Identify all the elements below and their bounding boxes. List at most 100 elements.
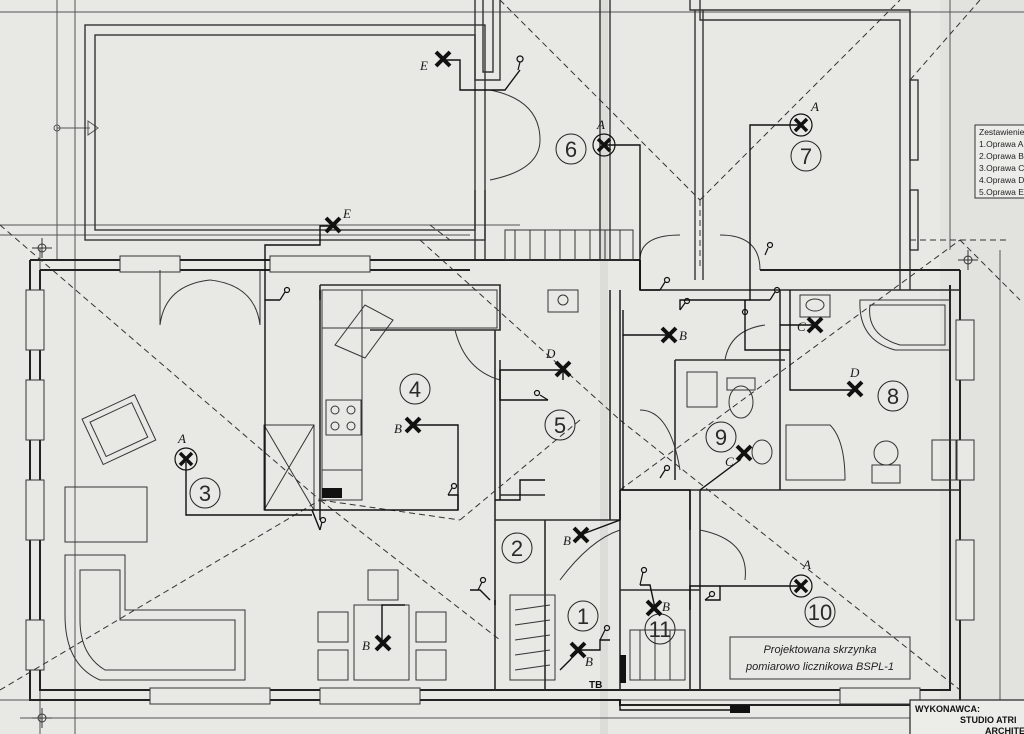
legend-item-4: 4.Oprawa D — [979, 175, 1024, 185]
legend-item-2: 2.Oprawa B — [979, 151, 1024, 161]
survey-marks — [32, 238, 978, 728]
kitchen-furniture — [321, 289, 498, 501]
svg-text:B: B — [585, 654, 593, 669]
fixture-a-4: A — [789, 557, 813, 598]
cross-icon — [660, 326, 678, 344]
meter-board — [730, 705, 750, 713]
windows — [25, 255, 975, 705]
svg-text:E: E — [342, 206, 351, 221]
meter-line-2: pomiarowo licznikowa BSPL-1 — [745, 661, 894, 673]
stamp-label: WYKONAWCA: — [915, 704, 980, 714]
fixture-b-2: B — [660, 326, 687, 344]
svg-text:C: C — [797, 319, 806, 334]
lamp-circle-icon — [174, 447, 198, 471]
meter-box-note: Projektowana skrzynka pomiarowo liczniko… — [729, 636, 911, 680]
svg-text:3: 3 — [199, 481, 211, 506]
svg-text:2: 2 — [511, 536, 523, 561]
stamp-company: STUDIO ATRI — [960, 715, 1017, 725]
fixture-a-2: A — [789, 99, 819, 137]
svg-text:B: B — [662, 599, 670, 614]
cross-icon — [404, 416, 422, 434]
cross-icon — [572, 526, 590, 544]
legend-item-1: 1.Oprawa A — [979, 139, 1024, 149]
cross-icon — [846, 380, 864, 398]
legend-item-5: 5.Oprawa E — [979, 187, 1024, 197]
lamp-circle-icon — [789, 113, 813, 137]
light-fixtures: E E A A A B D B C D C B A B B B — [174, 50, 864, 669]
room-6: 6 — [555, 133, 587, 165]
room-11: 11 — [644, 613, 676, 645]
room-3: 3 — [189, 477, 221, 509]
room-10: 10 — [804, 596, 836, 628]
cross-icon — [735, 444, 753, 462]
legend-table: Zestawienie 1.Oprawa A 2.Oprawa B 3.Opra… — [974, 124, 1024, 199]
svg-text:B: B — [563, 533, 571, 548]
tb-board — [620, 655, 626, 683]
room-9: 9 — [705, 421, 737, 453]
room-7: 7 — [790, 140, 822, 172]
cross-icon — [806, 316, 824, 334]
tb-label: TB — [589, 680, 602, 691]
kitchen-board — [322, 488, 342, 498]
cross-icon — [793, 117, 809, 133]
svg-text:8: 8 — [887, 384, 899, 409]
meter-line-1: Projektowana skrzynka — [763, 644, 876, 656]
bathroom-fixtures — [547, 289, 958, 484]
svg-text:B: B — [394, 421, 402, 436]
svg-text:B: B — [679, 328, 687, 343]
svg-text:A: A — [810, 99, 819, 114]
svg-text:5: 5 — [554, 413, 566, 438]
fixture-b-1: B — [394, 416, 422, 436]
cross-icon — [178, 451, 194, 467]
fixture-c-2: C — [725, 444, 753, 469]
fixture-d-2: D — [846, 365, 864, 398]
svg-text:A: A — [177, 431, 186, 446]
cross-icon — [793, 578, 809, 594]
cross-icon — [434, 50, 452, 68]
svg-text:11: 11 — [649, 617, 672, 642]
lamp-circle-icon — [789, 574, 813, 598]
lamp-circle-icon — [592, 133, 616, 157]
fixture-b-3: B — [563, 526, 590, 548]
room-numbers: 1 2 3 4 5 6 7 8 9 10 11 — [189, 133, 909, 645]
title-stamp: WYKONAWCA: STUDIO ATRI ARCHITE — [909, 699, 1024, 734]
svg-text:C: C — [725, 454, 734, 469]
fixture-d-1: D — [545, 346, 572, 378]
door-swings — [159, 89, 766, 581]
cross-icon — [645, 599, 663, 617]
svg-text:7: 7 — [800, 144, 812, 169]
svg-text:9: 9 — [715, 425, 727, 450]
svg-text:D: D — [849, 365, 860, 380]
fixture-b-4: B — [645, 599, 670, 617]
cross-icon — [569, 641, 587, 659]
legend-title: Zestawienie — [979, 127, 1024, 137]
cross-icon — [324, 216, 342, 234]
svg-text:B: B — [362, 638, 370, 653]
cross-icon — [596, 137, 612, 153]
svg-text:1: 1 — [577, 604, 589, 629]
fixture-e-1: E — [419, 50, 452, 73]
room-1: 1 — [567, 600, 599, 632]
fixture-e-2: E — [324, 206, 351, 234]
fixture-a-1: A — [592, 117, 616, 157]
svg-text:D: D — [545, 346, 556, 361]
svg-text:A: A — [596, 117, 605, 132]
switches — [279, 55, 781, 641]
svg-text:E: E — [419, 58, 428, 73]
roof-diagonals — [0, 0, 1021, 691]
living-room-furniture — [64, 393, 447, 681]
svg-text:4: 4 — [409, 377, 421, 402]
svg-text:10: 10 — [808, 600, 832, 625]
stamp-sub: ARCHITE — [985, 726, 1024, 734]
svg-text:A: A — [802, 557, 811, 572]
room-2: 2 — [501, 532, 533, 564]
room-4: 4 — [399, 373, 431, 405]
fixture-b-6: B — [362, 634, 392, 653]
svg-text:6: 6 — [565, 137, 577, 162]
room-8: 8 — [877, 380, 909, 412]
cross-icon — [554, 360, 572, 378]
upper-walls — [84, 0, 919, 290]
fixture-b-5: B — [569, 641, 593, 669]
